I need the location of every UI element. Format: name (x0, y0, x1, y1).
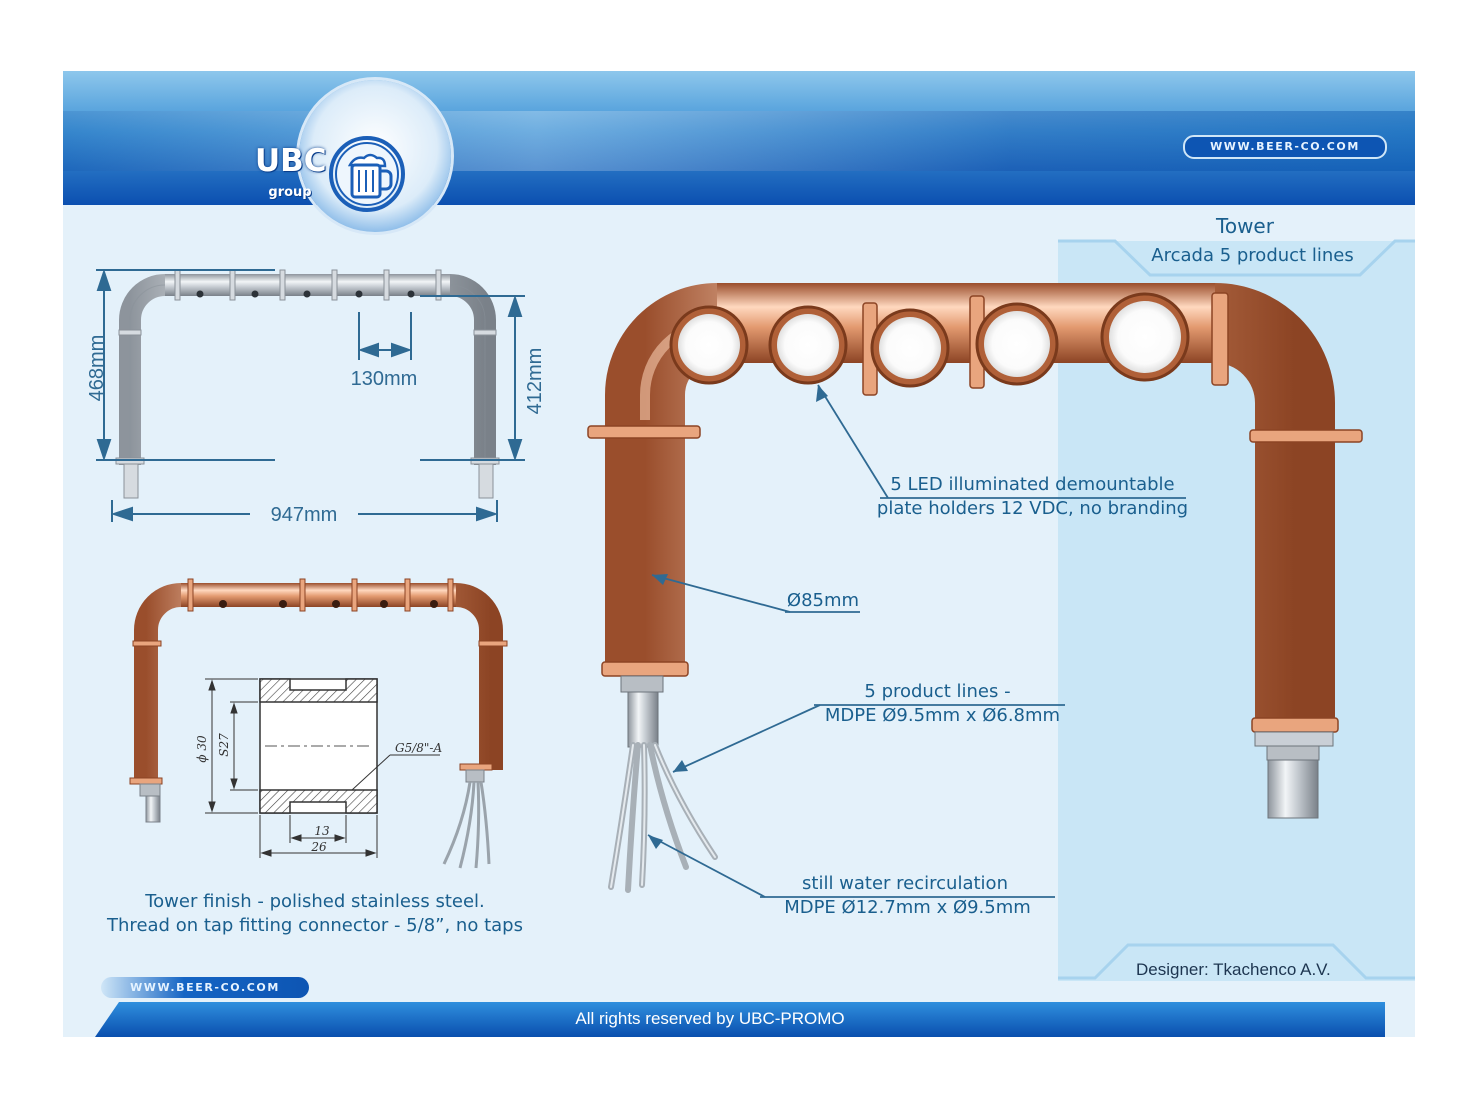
section-length: S27 (217, 733, 231, 757)
finish-line1: Tower finish - polished stainless steel. (145, 891, 485, 912)
callout-diameter: Ø85mm (786, 590, 860, 611)
section-inner-width: 13 (314, 824, 330, 838)
logo-subtitle: group (268, 185, 312, 200)
website-url-top[interactable]: WWW.BEER-CO.COM (1183, 135, 1387, 159)
callout-water-line1: still water recirculation (802, 873, 1008, 894)
dim-spacing: 130mm (351, 368, 418, 390)
callout-led-line1: 5 LED illuminated demountable (890, 474, 1175, 495)
callout-lines-line1: 5 product lines - (864, 681, 1011, 702)
dim-height-inner: 412mm (524, 348, 546, 415)
callout-lines-line2: MDPE Ø9.5mm x Ø6.8mm (824, 705, 1061, 726)
title-frame (1058, 239, 1415, 980)
callout-water-line2: MDPE Ø12.7mm x Ø9.5mm (784, 897, 1031, 918)
logo-text: UBC (255, 143, 327, 179)
callout-arrowheads (648, 385, 828, 849)
beer-mug-icon (329, 136, 405, 212)
finish-line2: Thread on tap fitting connector - 5/8”, … (107, 915, 523, 936)
callout-leaders (647, 384, 1186, 898)
section-thread: G5/8"-A (395, 741, 442, 755)
tower-title: Tower (1216, 214, 1274, 238)
tower-subtitle: Arcada 5 product lines (1151, 245, 1354, 266)
chrome-tower-drawing (115, 269, 500, 499)
dim-height-total: 468mm (86, 335, 108, 402)
small-copper-tower (129, 578, 508, 869)
section-outer-width: 26 (310, 840, 327, 854)
connector-section-drawing (205, 678, 440, 858)
section-diameter: ϕ 30 (195, 735, 209, 763)
website-url-bottom[interactable]: WWW.BEER-CO.COM (101, 977, 309, 998)
spec-sheet: WWW.BEER-CO.COM UBC group (63, 71, 1415, 1037)
callout-led-line2: plate holders 12 VDC, no branding (876, 498, 1189, 519)
dimension-lines (96, 268, 525, 522)
copper-tower-render (587, 283, 1363, 893)
led-plate-holders (669, 292, 1190, 388)
dim-width: 947mm (271, 504, 338, 526)
